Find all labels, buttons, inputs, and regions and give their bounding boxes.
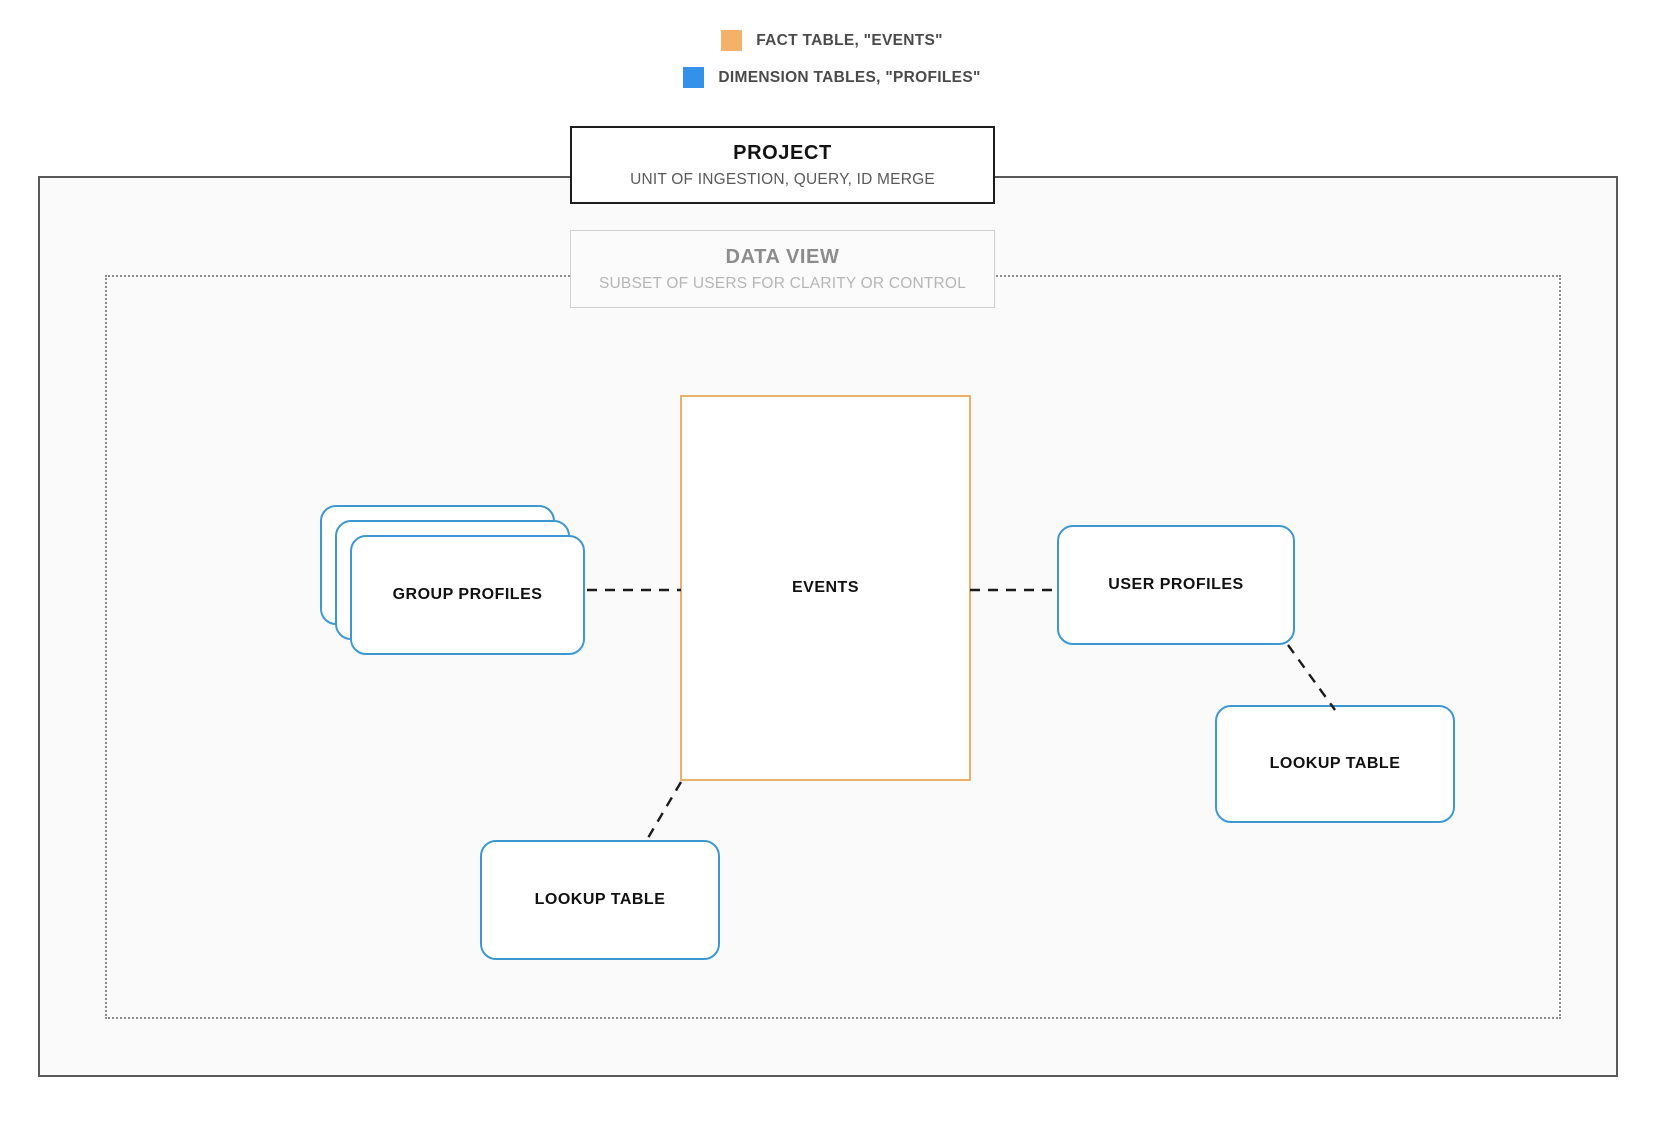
stack-card-front[interactable]: GROUP PROFILES xyxy=(350,535,585,655)
legend-label-fact-table: FACT TABLE, "EVENTS" xyxy=(756,31,943,49)
node-user-profiles[interactable]: USER PROFILES xyxy=(1057,525,1295,645)
square-swatch-icon xyxy=(721,30,743,51)
legend: FACT TABLE, "EVENTS" DIMENSION TABLES, "… xyxy=(0,30,1664,88)
node-lookup-table-left[interactable]: LOOKUP TABLE xyxy=(480,840,720,960)
node-group-profiles[interactable]: GROUP PROFILES xyxy=(320,505,585,655)
data-view-subtitle: SUBSET OF USERS FOR CLARITY OR CONTROL xyxy=(598,274,967,292)
node-events[interactable]: EVENTS xyxy=(680,395,971,781)
project-header-card: PROJECT UNIT OF INGESTION, QUERY, ID MER… xyxy=(570,126,995,204)
project-title: PROJECT xyxy=(733,141,832,164)
node-label-lookup-table-right: LOOKUP TABLE xyxy=(1269,755,1401,772)
legend-item-dimension-tables: DIMENSION TABLES, "PROFILES" xyxy=(683,67,980,88)
node-label-group-profiles: GROUP PROFILES xyxy=(392,586,543,603)
node-lookup-table-right[interactable]: LOOKUP TABLE xyxy=(1215,705,1455,823)
square-swatch-icon xyxy=(683,67,705,88)
project-subtitle: UNIT OF INGESTION, QUERY, ID MERGE xyxy=(630,170,935,188)
legend-label-dimension-tables: DIMENSION TABLES, "PROFILES" xyxy=(718,68,981,86)
node-label-lookup-table-left: LOOKUP TABLE xyxy=(534,891,666,908)
legend-item-fact-table: FACT TABLE, "EVENTS" xyxy=(721,30,943,51)
data-view-title: DATA VIEW xyxy=(725,245,840,268)
node-label-events: EVENTS xyxy=(791,579,859,596)
node-label-user-profiles: USER PROFILES xyxy=(1108,576,1244,593)
data-view-header-card: DATA VIEW SUBSET OF USERS FOR CLARITY OR… xyxy=(570,230,995,308)
